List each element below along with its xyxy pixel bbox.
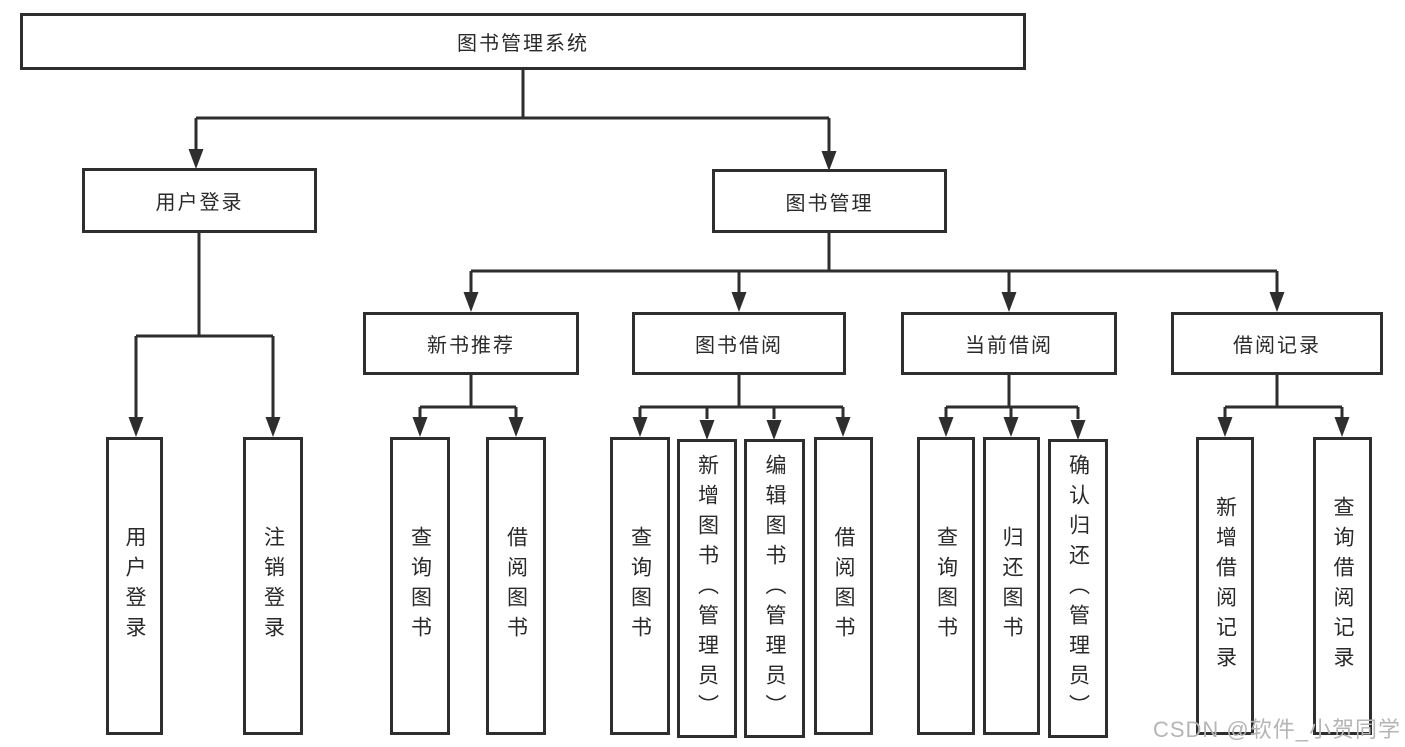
node-label: 图书管理系统 — [457, 33, 589, 55]
node-current-borrowing: 当前借阅 — [901, 312, 1117, 375]
leaf-logout: 注销登录 — [243, 437, 303, 735]
leaf-borrow-book: 借阅图书 — [814, 437, 873, 735]
node-book-management: 图书管理 — [712, 169, 947, 233]
leaf-user-login: 用户登录 — [106, 437, 163, 735]
node-label: 用户登录 — [155, 192, 244, 214]
node-label: 查询图书 — [934, 526, 958, 646]
node-label: 查询图书 — [628, 526, 652, 646]
leaf-confirm-return-admin: 确认归还（管理员） — [1048, 439, 1108, 738]
node-label: 新书推荐 — [427, 335, 515, 357]
leaf-query-book-borrow: 查询图书 — [610, 437, 670, 735]
leaf-query-book-current: 查询图书 — [917, 437, 975, 735]
node-label: 借阅图书 — [504, 526, 528, 646]
leaf-borrow-book-recommend: 借阅图书 — [486, 437, 546, 735]
node-label: 借阅图书 — [832, 526, 855, 646]
node-label: 借阅记录 — [1233, 335, 1321, 357]
node-label: 图书管理 — [785, 192, 874, 215]
node-label: 注销登录 — [261, 526, 285, 646]
node-book-borrowing: 图书借阅 — [632, 312, 846, 375]
leaf-add-borrow-record: 新增借阅记录 — [1196, 437, 1254, 735]
leaf-add-book-admin: 新增图书（管理员） — [677, 439, 737, 738]
node-user-login-group: 用户登录 — [82, 168, 317, 233]
node-borrow-records: 借阅记录 — [1171, 312, 1383, 375]
node-label: 当前借阅 — [965, 335, 1053, 357]
leaf-query-book-recommend: 查询图书 — [390, 437, 450, 735]
node-label: 新增图书（管理员） — [695, 453, 719, 724]
leaf-query-borrow-record: 查询借阅记录 — [1313, 437, 1372, 735]
node-label: 图书借阅 — [695, 335, 783, 357]
node-root-system: 图书管理系统 — [20, 13, 1026, 70]
leaf-return-book: 归还图书 — [983, 437, 1040, 735]
csdn-watermark: CSDN @软件_小贺同学 — [1152, 717, 1401, 742]
node-label: 归还图书 — [1000, 526, 1023, 646]
node-new-book-recommend: 新书推荐 — [363, 312, 579, 375]
node-label: 查询借阅记录 — [1331, 496, 1354, 676]
node-label: 用户登录 — [123, 526, 146, 646]
node-label: 确认归还（管理员） — [1066, 453, 1090, 724]
leaf-edit-book-admin: 编辑图书（管理员） — [744, 439, 805, 738]
node-label: 编辑图书（管理员） — [763, 453, 786, 724]
node-label: 查询图书 — [408, 526, 432, 646]
node-label: 新增借阅记录 — [1213, 496, 1237, 676]
